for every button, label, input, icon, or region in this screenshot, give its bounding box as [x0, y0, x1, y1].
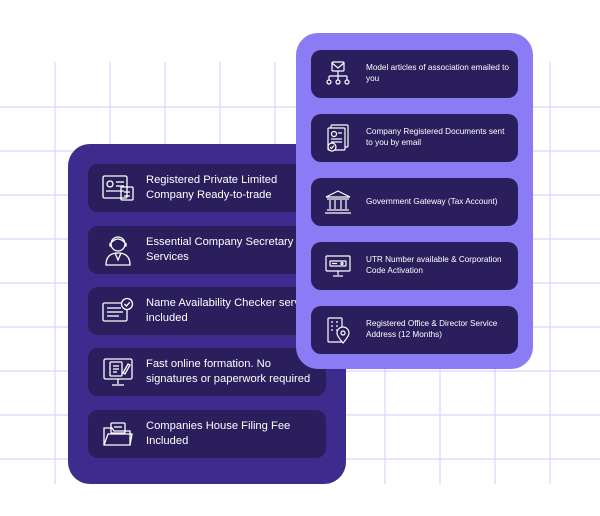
service-item-name-checker: Name Availability Checker service includ…: [88, 287, 326, 335]
online-form-icon: [98, 352, 138, 392]
certificate-icon: [98, 168, 138, 208]
service-item-label: Companies House Filing Fee Included: [146, 420, 291, 447]
service-item-online-formation: Fast online formation. No signatures or …: [88, 348, 326, 396]
folder-icon: [98, 414, 138, 454]
service-item-filing-fee: Companies House Filing Fee Included: [88, 410, 326, 458]
service-item-registered-office: Registered Office & Director Service Add…: [311, 306, 518, 354]
digital-delivery-panel: Model articles of association emailed to…: [296, 33, 533, 369]
service-item-model-articles: Model articles of association emailed to…: [311, 50, 518, 98]
service-item-label: UTR Number available & Corporation Code …: [366, 255, 502, 275]
secretary-icon: [98, 230, 138, 270]
service-item-label: Name Availability Checker service includ…: [146, 297, 315, 324]
service-item-label: Government Gateway (Tax Account): [366, 196, 498, 206]
service-item-label: Essential Company Secretary Services: [146, 236, 294, 263]
name-check-icon: [98, 291, 138, 331]
service-item-label: Fast online formation. No signatures or …: [146, 358, 311, 385]
service-item-company-secretary: Essential Company Secretary Services: [88, 226, 326, 274]
office-location-icon: [323, 315, 353, 345]
service-item-government-gateway: Government Gateway (Tax Account): [311, 178, 518, 226]
service-item-label: Company Registered Documents sent to you…: [366, 127, 505, 147]
service-item-registered-company: Registered Private Limited Company Ready…: [88, 164, 326, 212]
documents-icon: [323, 123, 353, 153]
service-item-label: Registered Office & Director Service Add…: [366, 319, 498, 339]
email-network-icon: [323, 59, 353, 89]
monitor-icon: [323, 251, 353, 281]
service-item-utr-number: UTR Number available & Corporation Code …: [311, 242, 518, 290]
service-item-label: Registered Private Limited Company Ready…: [146, 174, 278, 201]
service-item-registered-documents: Company Registered Documents sent to you…: [311, 114, 518, 162]
government-building-icon: [323, 187, 353, 217]
service-item-label: Model articles of association emailed to…: [366, 63, 509, 83]
